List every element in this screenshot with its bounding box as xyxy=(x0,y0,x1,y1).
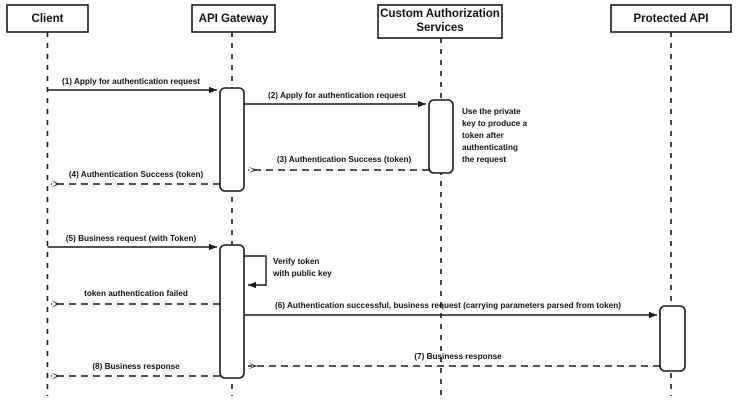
note-auth-line-3: token after xyxy=(462,131,505,140)
lifeline-label-auth-line2: Services xyxy=(416,22,463,34)
activation-bar-auth xyxy=(428,99,454,174)
lifeline-label-client: Client xyxy=(32,13,64,25)
lifeline-box-client[interactable] xyxy=(6,4,89,33)
activation-bar-gateway-business xyxy=(219,244,245,379)
self-message-label-verify-token-line2: with public key xyxy=(272,269,332,278)
message-label-2: (2) Apply for authentication request xyxy=(268,91,406,100)
note-auth-line-2: key to produce a xyxy=(462,119,528,128)
note-auth-line-5: the request xyxy=(462,155,506,164)
lifeline-label-auth-line1: Custom Authorization xyxy=(380,8,500,20)
message-label-5: (5) Business request (with Token) xyxy=(66,234,197,243)
message-label-token-auth-failed: token authentication failed xyxy=(84,289,188,298)
self-message-arrow-verify-token xyxy=(244,255,267,289)
lifeline-label-gateway: API Gateway xyxy=(199,13,269,25)
self-message-label-verify-token-line1: Verify token xyxy=(273,257,319,266)
activation-bar-api xyxy=(659,305,686,372)
message-label-1: (1) Apply for authentication request xyxy=(62,77,200,86)
message-label-6: (6) Authentication successful, business … xyxy=(275,301,621,310)
lifeline-box-auth[interactable] xyxy=(377,4,503,39)
message-label-7: (7) Business response xyxy=(414,352,502,361)
lifeline-box-gateway[interactable] xyxy=(191,4,276,33)
message-label-8: (8) Business response xyxy=(92,362,180,371)
note-auth-line-1: Use the private xyxy=(462,107,521,116)
lifeline-box-api[interactable] xyxy=(610,4,732,33)
message-label-4: (4) Authentication Success (token) xyxy=(69,170,204,179)
lifeline-label-api: Protected API xyxy=(634,13,709,25)
activation-bar-gateway-auth xyxy=(219,87,245,192)
message-label-3: (3) Authentication Success (token) xyxy=(277,155,412,164)
note-auth-line-4: authenticating xyxy=(462,143,518,152)
